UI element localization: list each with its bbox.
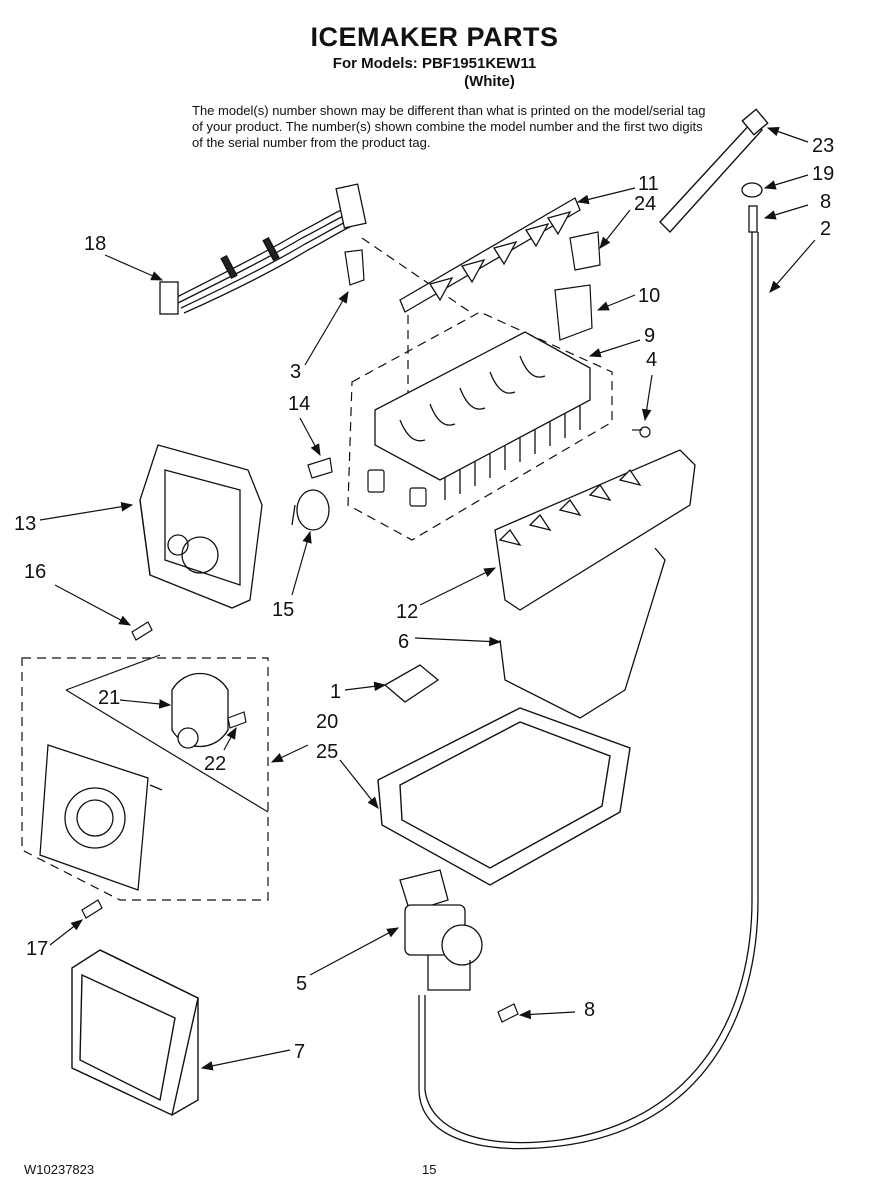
callout-23: 23 <box>812 135 834 157</box>
ice-bin <box>377 707 631 886</box>
callout-4: 4 <box>646 349 657 371</box>
shutoff-arm <box>499 547 666 719</box>
control-housing <box>139 444 263 609</box>
callout-24: 24 <box>634 193 656 215</box>
leader-lines <box>39 127 816 1071</box>
screw-22 <box>227 711 247 729</box>
wire-harness <box>159 183 367 315</box>
callout-5: 5 <box>296 973 307 995</box>
ejector-shaft <box>399 197 581 313</box>
callout-12: 12 <box>396 601 418 623</box>
callout-8-valve: 8 <box>584 999 595 1021</box>
motor-kit-outline <box>21 657 269 901</box>
screw-16 <box>131 621 153 641</box>
grommet <box>741 182 763 198</box>
callout-3: 3 <box>290 361 301 383</box>
ice-mold <box>374 331 591 500</box>
callout-1: 1 <box>330 681 341 703</box>
document-number: W10237823 <box>24 1162 95 1177</box>
callout-labels: 18 3 14 13 16 15 21 22 20 25 1 12 6 5 8 … <box>14 135 834 1063</box>
callout-8-line: 8 <box>820 191 831 213</box>
callout-7: 7 <box>294 1041 305 1063</box>
water-filter-cover <box>71 949 199 1117</box>
callout-11: 11 <box>638 173 659 195</box>
mounting-plate <box>39 744 163 891</box>
thermostat <box>291 489 330 531</box>
screw-17 <box>81 899 103 919</box>
callout-19: 19 <box>812 163 834 185</box>
motor-gear <box>171 672 229 749</box>
water-valve <box>399 869 483 991</box>
color-variant: (White) <box>464 73 515 90</box>
water-line <box>418 205 759 1150</box>
heater-clip <box>307 457 333 479</box>
callout-25: 25 <box>316 741 338 763</box>
screw-8-valve <box>497 1003 519 1023</box>
stripper <box>494 449 696 611</box>
callout-15: 15 <box>272 599 294 621</box>
callout-10: 10 <box>638 285 660 307</box>
callout-21: 21 <box>98 687 120 709</box>
callout-14: 14 <box>288 393 310 415</box>
small-mold-parts <box>344 231 651 507</box>
callout-17: 17 <box>26 938 48 960</box>
bracket <box>383 664 440 703</box>
callout-9: 9 <box>644 325 655 347</box>
page-number: 15 <box>422 1162 437 1177</box>
page-title: ICEMAKER PARTS <box>310 22 559 52</box>
model-line: For Models: PBF1951KEW11 <box>332 55 537 72</box>
callout-13: 13 <box>14 513 36 535</box>
fill-tube <box>659 108 769 234</box>
callout-16: 16 <box>24 561 46 583</box>
callout-20: 20 <box>316 711 338 733</box>
callout-22: 22 <box>204 753 226 775</box>
model-note: The model(s) number shown may be differe… <box>192 103 706 150</box>
callout-18: 18 <box>84 233 106 255</box>
callout-6: 6 <box>398 631 409 653</box>
mold-assembly-outline <box>347 237 613 541</box>
callout-2: 2 <box>820 218 831 240</box>
